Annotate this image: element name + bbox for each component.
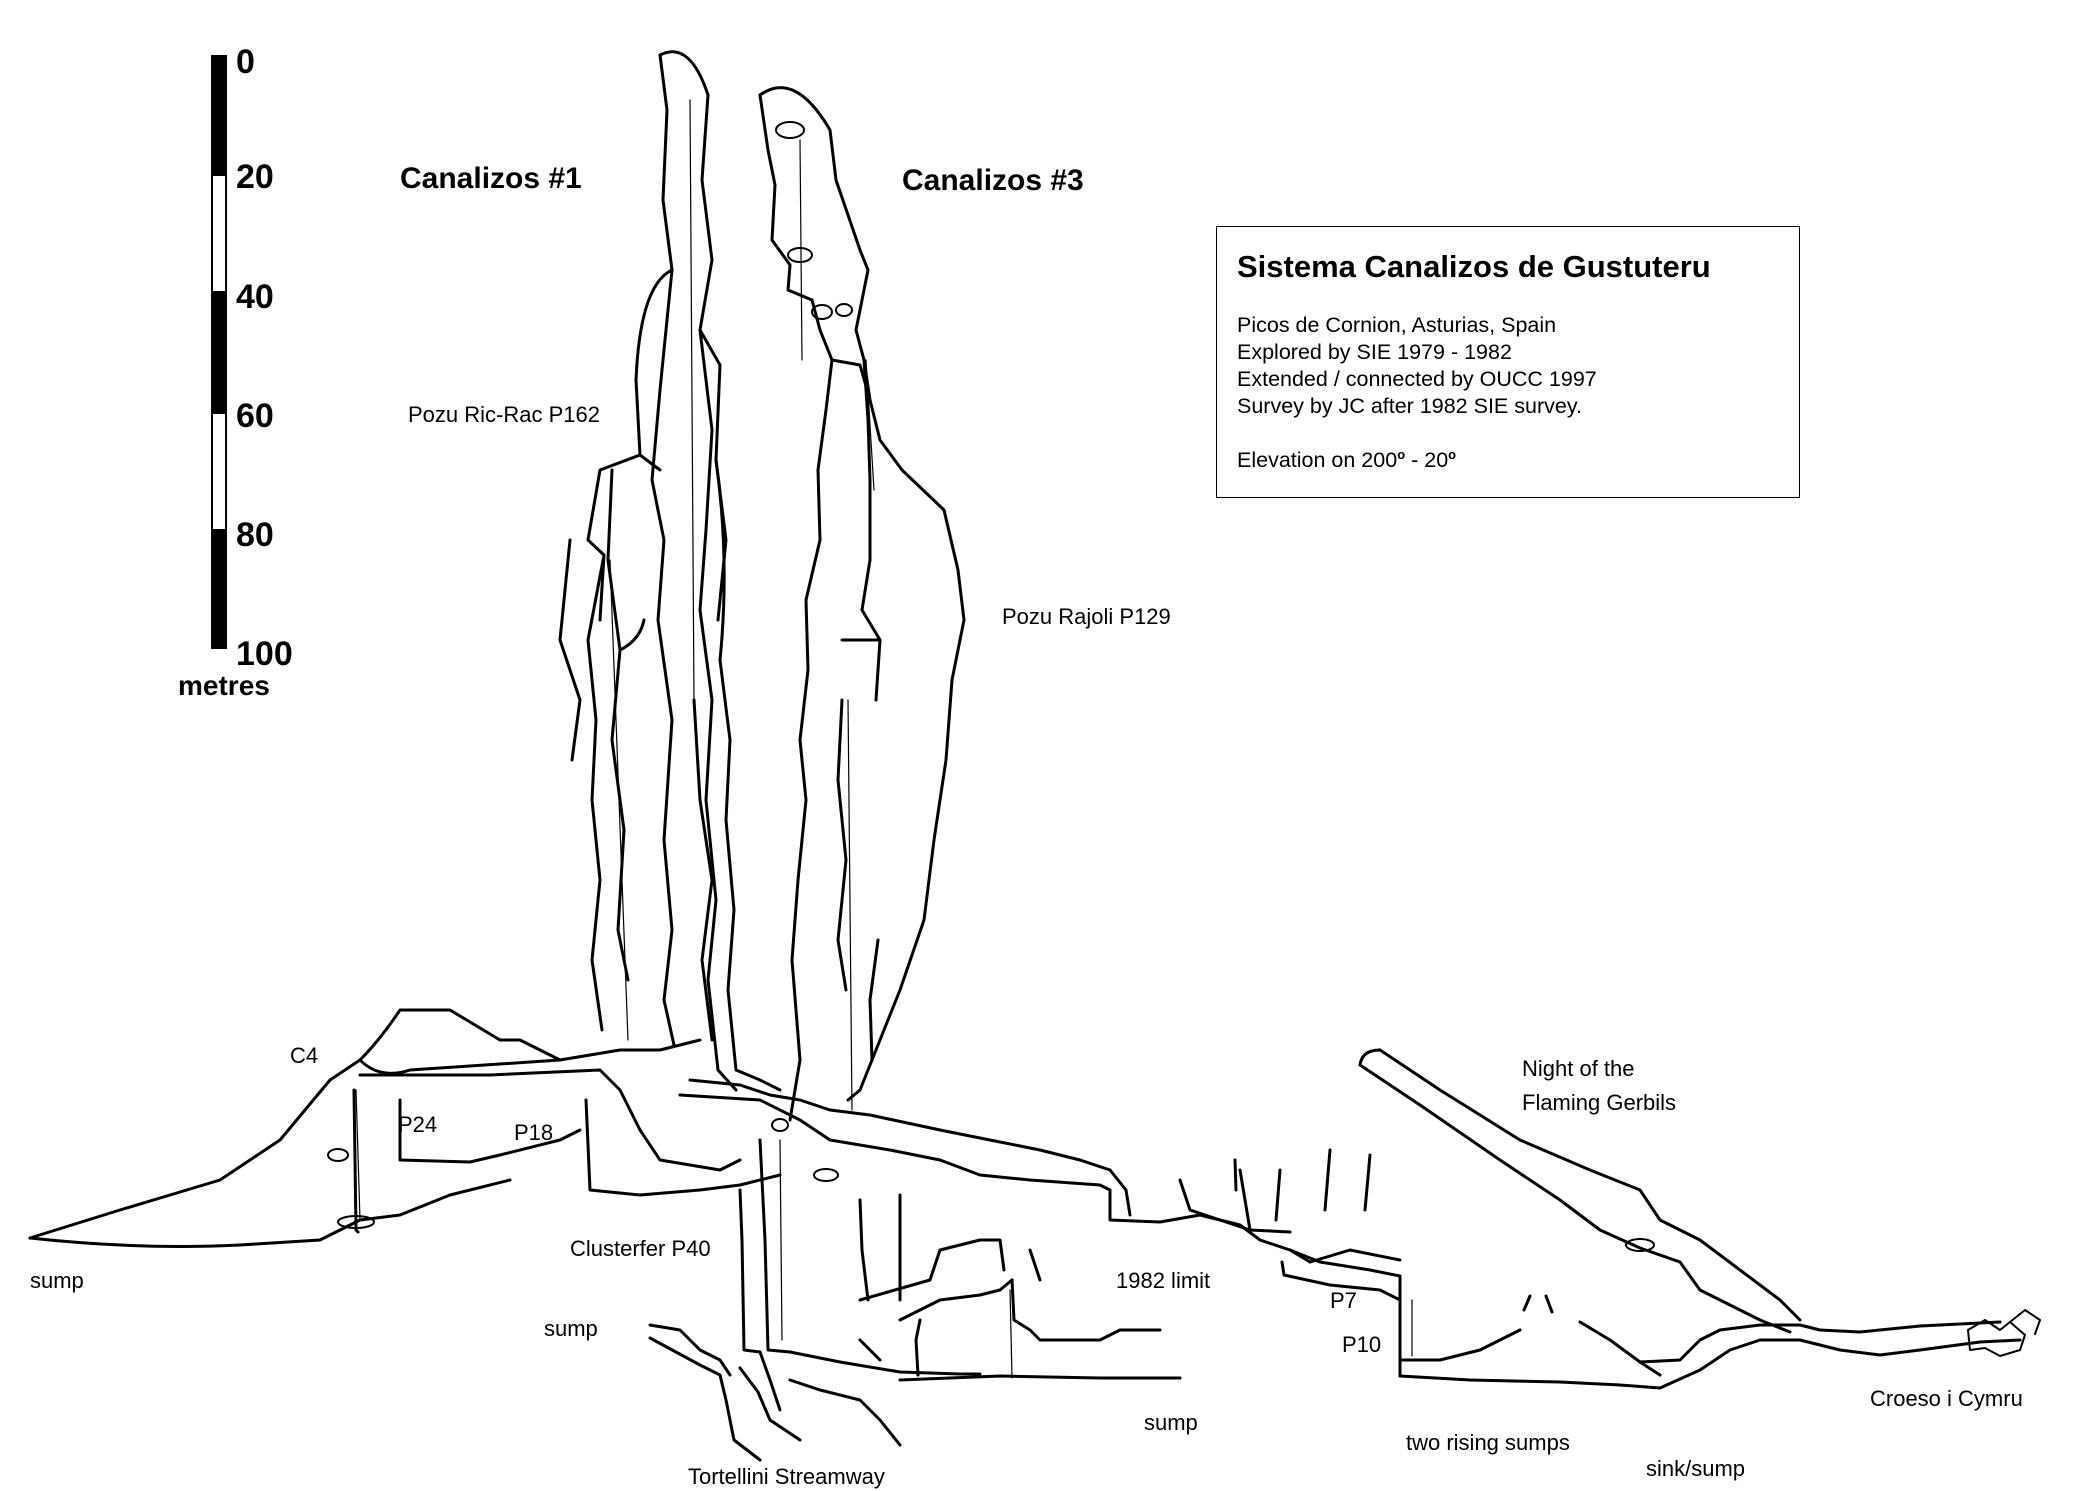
- label-croeso: Croeso i Cymru: [1870, 1386, 2023, 1411]
- right-passage: [1233, 1148, 2022, 1390]
- label-sink-sump: sink/sump: [1646, 1456, 1746, 1481]
- label-c4: C4: [290, 1043, 319, 1068]
- label-p18: P18: [514, 1120, 554, 1145]
- label-night-line2: Flaming Gerbils: [1522, 1090, 1677, 1115]
- label-1982-limit: 1982 limit: [1116, 1268, 1211, 1293]
- label-sump-right: sump: [1144, 1410, 1198, 1435]
- degree-mark: o: [1397, 447, 1406, 462]
- ric-rac-shaft: [558, 50, 720, 1072]
- info-location: Picos de Cornion, Asturias, Spain: [1237, 313, 1557, 337]
- scale-tick-80: 80: [236, 516, 274, 554]
- label-clusterfer: Clusterfer P40: [570, 1236, 711, 1261]
- label-p24: P24: [398, 1112, 438, 1137]
- scale-tick-60: 60: [236, 397, 274, 435]
- rajoli-shaft: [758, 86, 966, 1122]
- scale-segment: [211, 531, 227, 649]
- scale-segment: [211, 293, 227, 412]
- label-rajoli: Pozu Rajoli P129: [1002, 604, 1171, 629]
- scale-bar: [211, 55, 227, 649]
- label-p7: P7: [1330, 1288, 1357, 1313]
- label-p10: P10: [1342, 1332, 1382, 1357]
- scale-segment: [211, 412, 227, 531]
- central-shafts: [692, 328, 782, 1092]
- label-canalizos-1: Canalizos #1: [400, 162, 582, 195]
- scale-tick-100: 100: [236, 635, 293, 673]
- scale-segment: [211, 55, 227, 174]
- survey-title: Sistema Canalizos de Gustuteru: [1237, 249, 1711, 284]
- scale-segment: [211, 174, 227, 293]
- elevation-middle: - 20: [1405, 448, 1449, 473]
- gerbils-passage: [1358, 1048, 1802, 1334]
- rope-lines: [355, 99, 1413, 1379]
- label-rising-sumps: two rising sumps: [1406, 1430, 1570, 1455]
- degree-mark: o: [1448, 447, 1457, 462]
- scale-unit: metres: [178, 670, 270, 701]
- left-passage: [28, 1008, 782, 1248]
- info-elevation: Elevation on 200o - 20o: [1237, 447, 1456, 473]
- lower-passages: [858, 1168, 1292, 1382]
- scale-tick-20: 20: [236, 158, 274, 196]
- info-explored: Explored by SIE 1979 - 1982: [1237, 340, 1512, 364]
- info-box: Sistema Canalizos de Gustuteru Picos de …: [1216, 226, 1800, 498]
- scale-tick-40: 40: [236, 278, 274, 316]
- label-sump-mid: sump: [544, 1316, 598, 1341]
- info-extended: Extended / connected by OUCC 1997: [1237, 367, 1597, 391]
- scale-tick-0: 0: [236, 43, 255, 81]
- label-canalizos-3: Canalizos #3: [902, 164, 1084, 197]
- elevation-prefix: Elevation on 200: [1237, 448, 1398, 473]
- boulders: [327, 121, 2041, 1357]
- info-survey: Survey by JC after 1982 SIE survey.: [1237, 394, 1582, 418]
- label-night-line1: Night of the: [1522, 1056, 1635, 1081]
- junction-and-streamway: [648, 1078, 1312, 1462]
- label-sump-left: sump: [30, 1268, 84, 1293]
- label-tortellini: Tortellini Streamway: [688, 1464, 885, 1489]
- label-ric-rac: Pozu Ric-Rac P162: [408, 402, 600, 427]
